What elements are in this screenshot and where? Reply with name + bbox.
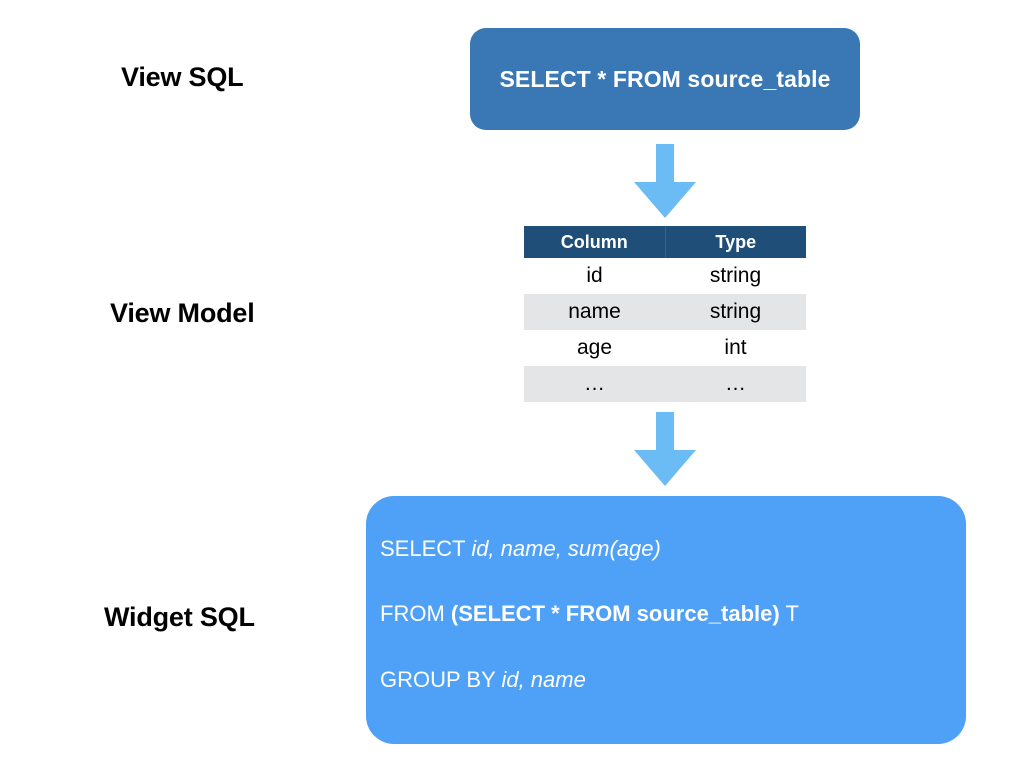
stage-label-view-model: View Model xyxy=(110,298,255,328)
sql-select-columns: id, name, sum(age) xyxy=(471,536,661,561)
table-row: age int xyxy=(524,330,806,366)
view-sql-text: SELECT * FROM source_table xyxy=(499,65,831,92)
table-cell-type: … xyxy=(665,366,806,402)
widget-sql-line-group-by: GROUP BY id, name xyxy=(380,667,966,692)
table-cell-type: string xyxy=(665,294,806,330)
table-cell-column: name xyxy=(524,294,665,330)
table-cell-type: string xyxy=(665,258,806,294)
sql-subquery: (SELECT * FROM source_table) xyxy=(450,601,780,627)
stage-label-view-sql: View SQL xyxy=(121,62,244,92)
arrow-down-icon-view-model-to-widget-sql xyxy=(634,412,696,486)
table-row: name string xyxy=(524,294,806,330)
view-sql-box: SELECT * FROM source_table xyxy=(470,28,860,130)
table-header-type: Type xyxy=(665,226,806,258)
widget-sql-line-select: SELECT id, name, sum(age) xyxy=(380,536,966,561)
table-header-column: Column xyxy=(524,226,666,258)
sql-keyword-from: FROM xyxy=(380,601,451,627)
sql-group-by-columns: id, name xyxy=(501,666,586,692)
sql-keyword-select: SELECT xyxy=(380,536,472,561)
widget-sql-box: SELECT id, name, sum(age) FROM (SELECT *… xyxy=(366,496,966,744)
table-header-row: Column Type xyxy=(524,226,806,258)
table-cell-type: int xyxy=(665,330,806,366)
sql-table-alias: T xyxy=(779,601,799,627)
table-row: … … xyxy=(524,366,806,402)
table-row: id string xyxy=(524,258,806,294)
arrow-down-icon-view-sql-to-view-model xyxy=(634,144,696,218)
table-cell-column: age xyxy=(524,330,665,366)
stage-label-widget-sql: Widget SQL xyxy=(104,602,255,632)
view-model-table: Column Type id string name string age in… xyxy=(524,226,806,402)
table-cell-column: … xyxy=(524,366,665,402)
widget-sql-line-from: FROM (SELECT * FROM source_table) T xyxy=(380,601,966,626)
sql-keyword-group-by: GROUP BY xyxy=(380,666,502,692)
table-cell-column: id xyxy=(524,258,665,294)
